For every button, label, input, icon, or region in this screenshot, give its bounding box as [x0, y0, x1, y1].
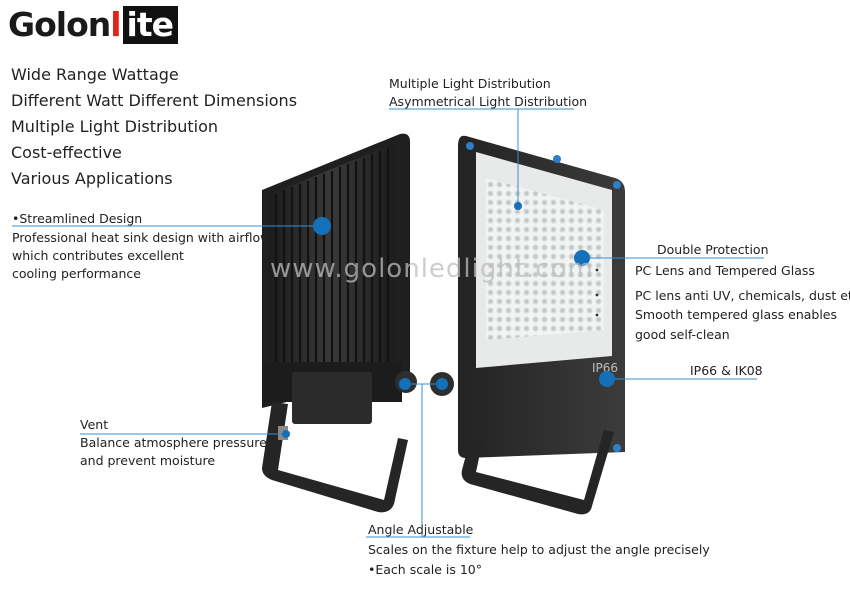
feature-list: Wide Range Wattage Different Watt Differ… — [11, 62, 297, 192]
distribution-line-1: Multiple Light Distribution — [389, 76, 551, 91]
streamlined-line: Professional heat sink design with airfl… — [12, 230, 271, 245]
feature-item: Various Applications — [11, 169, 173, 188]
logo-part-1: Golon — [8, 5, 111, 44]
watermark: www.golonledlight.com — [270, 254, 594, 284]
logo-part-3: ite — [122, 6, 179, 44]
heatsink-fins — [274, 148, 390, 398]
protection-line: PC Lens and Tempered Glass — [635, 263, 815, 278]
protection-line: Smooth tempered glass enables — [635, 307, 838, 322]
vent-line: and prevent moisture — [80, 453, 216, 468]
feature-item: Wide Range Wattage — [11, 65, 179, 84]
distribution-line-2: Asymmetrical Light Distribution — [389, 94, 588, 109]
vent-title: Vent — [80, 417, 109, 432]
bullet-dot — [595, 313, 599, 317]
protection-line: PC lens anti UV, chemicals, dust etc. — [635, 288, 850, 303]
logo-part-2: l — [110, 5, 121, 44]
callout-dot-protection — [574, 250, 590, 266]
streamlined-line: which contributes excellent — [12, 248, 184, 263]
callout-dot-angle-back — [399, 378, 411, 390]
heatsink-fixture — [262, 133, 417, 513]
bullet-dot — [595, 268, 599, 272]
lens-fixture: IP66 — [430, 135, 625, 515]
callout-dot-heatsink — [313, 217, 331, 235]
callout-dot-vent — [282, 430, 290, 438]
feature-item: Different Watt Different Dimensions — [11, 91, 298, 110]
angle-title: Angle Adjustable — [368, 522, 474, 537]
callout-dot-distribution — [514, 202, 522, 210]
angle-line: •Each scale is 10° — [368, 562, 482, 577]
callout-dot-ip — [599, 371, 615, 387]
bullet-dot — [595, 293, 599, 297]
streamlined-title: •Streamlined Design — [12, 211, 143, 226]
angle-line: Scales on the fixture help to adjust the… — [368, 542, 710, 557]
protection-line: good self-clean — [635, 327, 730, 342]
feature-item: Cost-effective — [11, 143, 122, 162]
callout-dot-angle-front — [436, 378, 448, 390]
ip66-badge: IP66 — [592, 361, 618, 375]
callout-lines — [12, 108, 764, 538]
streamlined-line: cooling performance — [12, 266, 141, 281]
vent-line: Balance atmosphere pressure — [80, 435, 267, 450]
feature-item: Multiple Light Distribution — [11, 117, 218, 136]
ip-rating-label: IP66 & IK08 — [690, 363, 763, 378]
protection-title: Double Protection — [657, 242, 769, 257]
